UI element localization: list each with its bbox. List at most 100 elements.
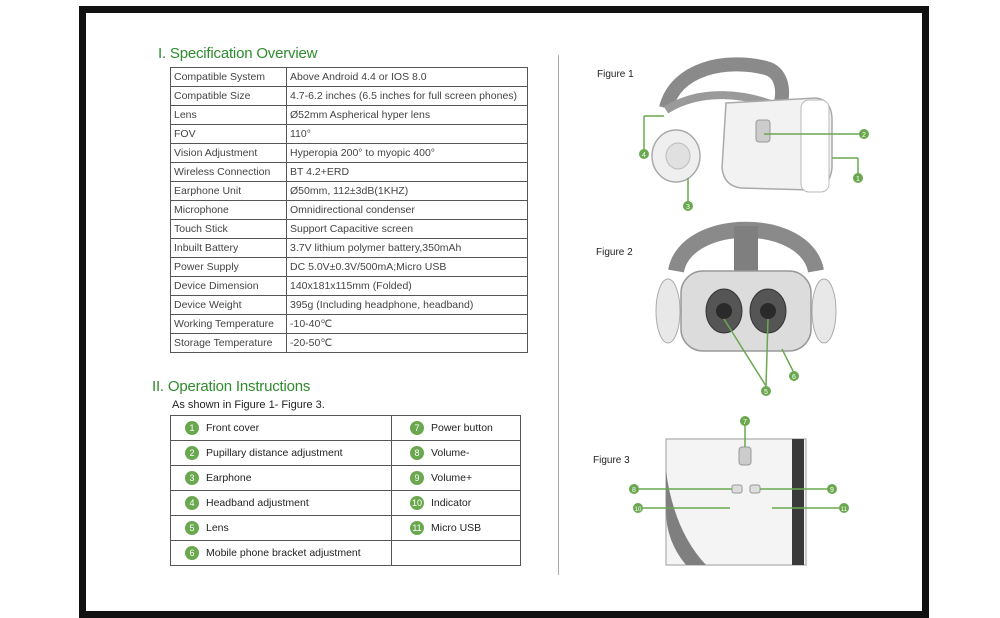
spec-key: Microphone <box>170 200 287 220</box>
operation-cell: 10 Indicator <box>391 490 521 516</box>
figure-2-headset-rear-view: 5 6 <box>655 221 837 396</box>
operation-row: 1 Front cover 7 Power button <box>170 415 521 441</box>
operation-label: Mobile phone bracket adjustment <box>206 547 361 559</box>
spec-value: Ø52mm Aspherical hyper lens <box>286 105 528 125</box>
fig3-marker-8: 8 <box>632 487 636 494</box>
spec-key: Lens <box>170 105 287 125</box>
number-badge: 3 <box>185 471 199 485</box>
fig3-marker-11: 11 <box>841 507 848 513</box>
spec-value: Hyperopia 200° to myopic 400° <box>286 143 528 163</box>
operation-label: Volume+ <box>431 472 473 484</box>
spec-key: Touch Stick <box>170 219 287 239</box>
spec-value: BT 4.2+ERD <box>286 162 528 182</box>
operation-cell: 2 Pupillary distance adjustment <box>170 440 392 466</box>
spec-value: -10-40℃ <box>286 314 528 334</box>
operation-label: Volume- <box>431 447 470 459</box>
spec-value: 140x181x115mm (Folded) <box>286 276 528 296</box>
fig3-marker-9: 9 <box>830 487 834 494</box>
spec-key: Storage Temperature <box>170 333 287 353</box>
front-cover-shape <box>800 99 830 193</box>
operation-cell: 7 Power button <box>391 415 521 441</box>
figure-1-label: Figure 1 <box>597 69 634 80</box>
operation-label: Power button <box>431 422 493 434</box>
operation-label: Indicator <box>431 497 472 509</box>
spec-value: 395g (Including headphone, headband) <box>286 295 528 315</box>
spec-value: 4.7-6.2 inches (6.5 inches for full scre… <box>286 86 528 106</box>
spec-key: Device Weight <box>170 295 287 315</box>
operation-section-title: II. Operation Instructions <box>152 378 311 395</box>
operation-cell: 9 Volume+ <box>391 465 521 491</box>
headband-strap <box>659 57 790 111</box>
number-badge: 1 <box>185 421 199 435</box>
spec-key: Wireless Connection <box>170 162 287 182</box>
spec-key: Device Dimension <box>170 276 287 296</box>
operation-label: Lens <box>206 522 229 534</box>
spec-value: 3.7V lithium polymer battery,350mAh <box>286 238 528 258</box>
column-divider <box>558 55 559 575</box>
figure-2-label: Figure 2 <box>596 247 633 258</box>
spec-value: Omnidirectional condenser <box>286 200 528 220</box>
operation-subtitle: As shown in Figure 1- Figure 3. <box>172 399 325 411</box>
fig3-marker-7: 7 <box>743 419 747 426</box>
operation-label: Pupillary distance adjustment <box>206 447 343 459</box>
spec-value: 110° <box>286 124 528 144</box>
document-frame: I. Specification Overview Compatible Sys… <box>79 6 929 618</box>
power-button-shape <box>738 446 752 466</box>
number-badge: 9 <box>410 471 424 485</box>
figure-1-headset-side-view: 4 2 1 3 <box>639 57 869 211</box>
spec-value: Above Android 4.4 or IOS 8.0 <box>286 67 528 87</box>
spec-key: Inbuilt Battery <box>170 238 287 258</box>
spec-key: FOV <box>170 124 287 144</box>
number-badge: 10 <box>410 496 424 510</box>
spec-key: Compatible Size <box>170 86 287 106</box>
number-badge: 2 <box>185 446 199 460</box>
figure-3-label: Figure 3 <box>593 455 630 466</box>
spec-value: Support Capacitive screen <box>286 219 528 239</box>
fig2-marker-5: 5 <box>764 389 768 396</box>
spec-value: -20-50℃ <box>286 333 528 353</box>
fig1-marker-3: 3 <box>686 204 690 211</box>
fig1-marker-2: 2 <box>862 132 866 139</box>
spec-key: Working Temperature <box>170 314 287 334</box>
operation-label: Front cover <box>206 422 260 434</box>
fig2-marker-6: 6 <box>792 374 796 381</box>
number-badge: 7 <box>410 421 424 435</box>
spec-row: Working Temperature-10-40℃ <box>170 314 528 334</box>
fig1-marker-4: 4 <box>642 152 646 159</box>
left-lens-shape <box>716 303 732 319</box>
operation-label: Headband adjustment <box>206 497 309 509</box>
right-lens-shape <box>760 303 776 319</box>
operation-cell <box>391 540 521 566</box>
spec-row: Storage Temperature-20-50℃ <box>170 333 528 353</box>
fig1-marker-1: 1 <box>856 176 860 183</box>
spec-key: Compatible System <box>170 67 287 87</box>
spec-value: DC 5.0V±0.3V/500mA;Micro USB <box>286 257 528 277</box>
spec-value: Ø50mm, 112±3dB(1KHZ) <box>286 181 528 201</box>
operation-label: Micro USB <box>431 522 482 534</box>
